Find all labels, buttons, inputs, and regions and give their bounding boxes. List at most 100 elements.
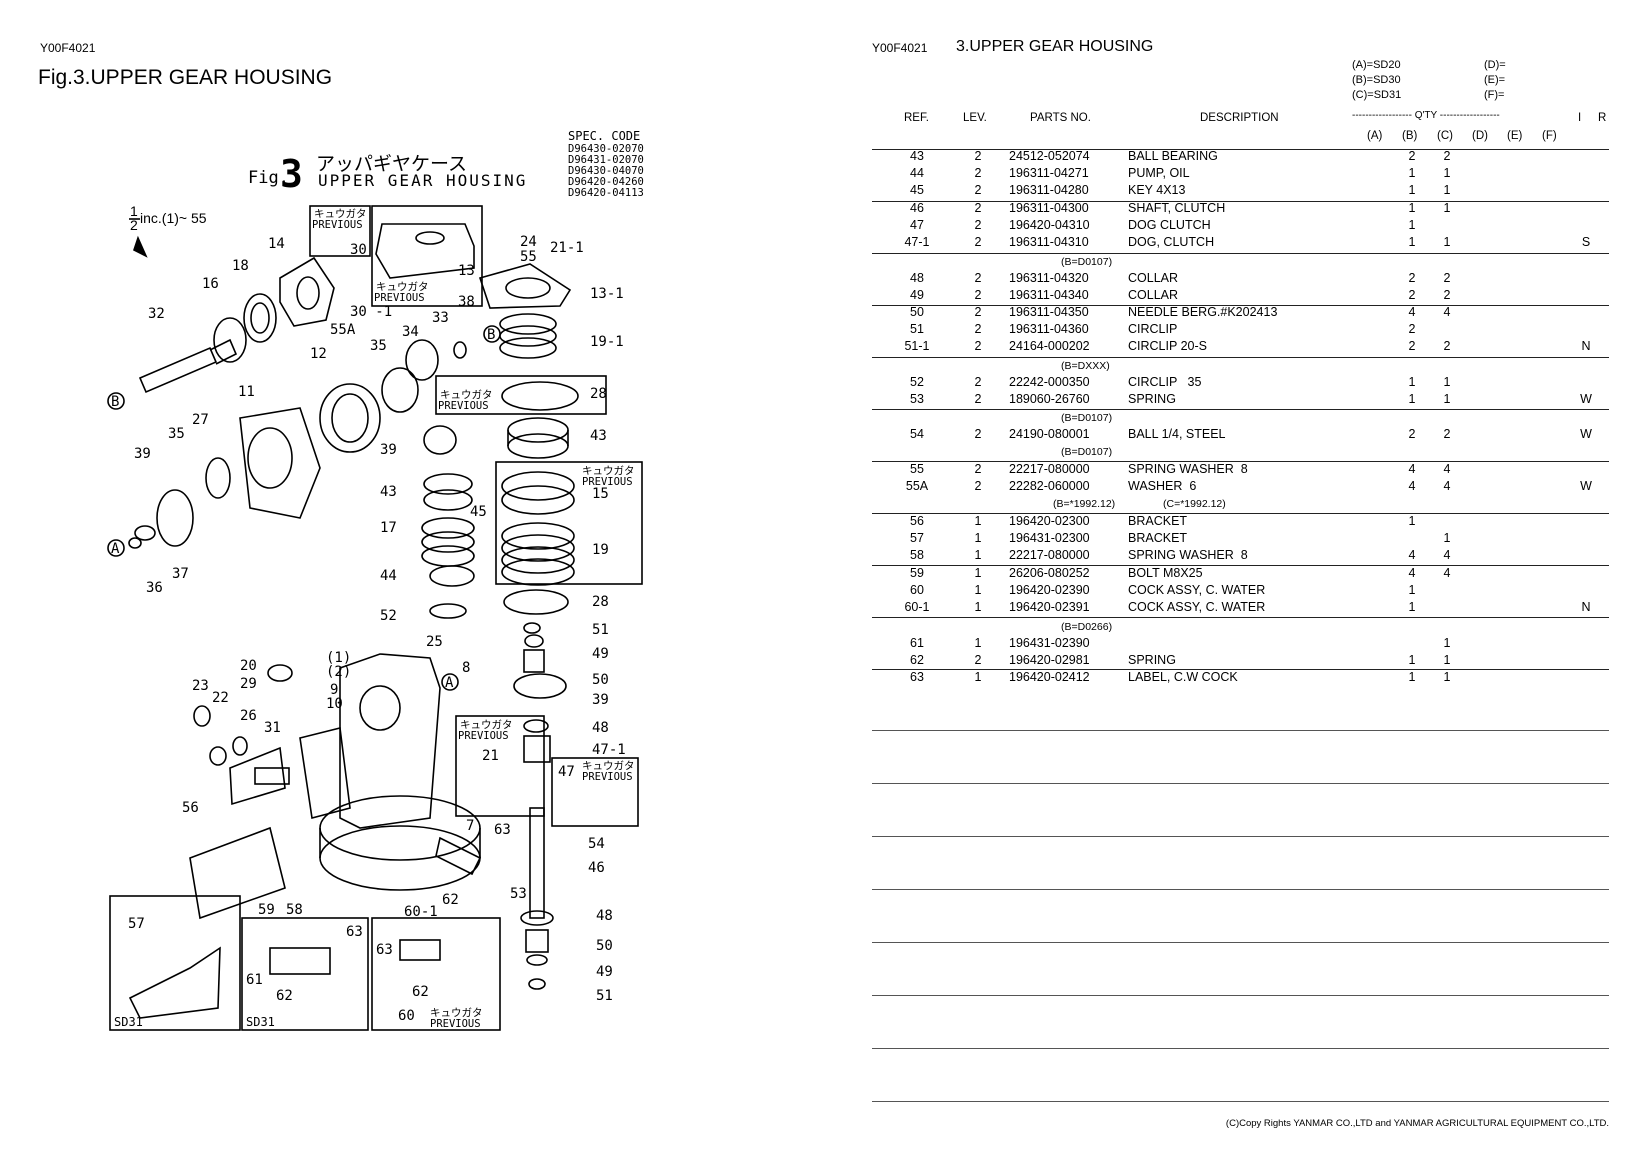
- cell-ref: 44: [910, 166, 924, 180]
- cell-qty-b: 1: [1408, 514, 1416, 528]
- callout: 19-1: [590, 334, 624, 350]
- cell-qty-b: 1: [1408, 583, 1416, 597]
- cell-qty-b: 1: [1408, 201, 1416, 215]
- cell-lev: 1: [974, 636, 982, 650]
- cell-qty-c: 4: [1443, 462, 1451, 476]
- fig-jp-title: アッパギヤケース: [316, 153, 467, 175]
- table-row: 44 2 196311-04271 PUMP, OIL 1 1: [872, 166, 1602, 183]
- cell-qty-c: 1: [1443, 636, 1451, 650]
- left-page-title: Fig.3.UPPER GEAR HOUSING: [38, 66, 333, 89]
- table-row: 51 2 196311-04360 CIRCLIP 2: [872, 322, 1602, 339]
- callout: 46: [588, 860, 605, 876]
- cell-description: COCK ASSY, C. WATER: [1128, 583, 1266, 597]
- header-col-e: (E): [1507, 130, 1523, 142]
- cell-qty-b: 2: [1408, 271, 1416, 285]
- table-row: 53 2 189060-26760 SPRING 1 1 W: [872, 392, 1602, 409]
- serial-note: (B=*1992.12): [1053, 498, 1116, 510]
- cell-part-no: 196420-02390: [1009, 583, 1090, 597]
- blank-line: [872, 889, 1609, 890]
- callout: 51: [592, 622, 609, 638]
- cell-part-no: 196311-04300: [1009, 201, 1089, 215]
- cell-description: PUMP, OIL: [1128, 166, 1190, 180]
- callout: 43: [590, 428, 607, 444]
- callout: 43: [380, 484, 397, 500]
- cell-qty-b: 1: [1408, 375, 1416, 389]
- previous-5: PREVIOUS: [458, 730, 509, 742]
- table-row: 63 1 196420-02412 LABEL, C.W COCK 1 1: [872, 670, 1602, 687]
- cell-ref: 50: [910, 305, 924, 319]
- callout: A: [445, 675, 454, 691]
- callout: 56: [182, 800, 199, 816]
- cell-qty-b: 2: [1408, 288, 1416, 302]
- callout: 28: [592, 594, 609, 610]
- cell-ref: 56: [910, 514, 924, 528]
- cell-description: NEEDLE BERG.#K202413: [1128, 305, 1278, 319]
- blank-line: [872, 1048, 1609, 1049]
- cell-qty-b: 1: [1408, 166, 1416, 180]
- callout: 47: [558, 764, 575, 780]
- callout: 37: [172, 566, 189, 582]
- callout: 39: [380, 442, 397, 458]
- sd31-box-1: SD31: [114, 1015, 143, 1029]
- row-separator: [872, 201, 1609, 202]
- cell-ref: 45: [910, 183, 924, 197]
- cell-ref: 43: [910, 149, 924, 163]
- cell-part-no: 196311-04310: [1009, 235, 1089, 249]
- cell-qty-c: 4: [1443, 305, 1451, 319]
- callout: B: [487, 327, 495, 343]
- cell-lev: 2: [974, 149, 982, 163]
- cell-part-no: 22217-080000: [1009, 462, 1090, 476]
- right-page-title: 3.UPPER GEAR HOUSING: [956, 38, 1154, 55]
- cell-part-no: 196420-02412: [1009, 670, 1090, 684]
- callout: 30 -1: [350, 304, 392, 320]
- callout: 11: [238, 384, 255, 400]
- cell-part-no: 24512-052074: [1009, 149, 1090, 163]
- spec-code-1: D96430-02070: [568, 143, 644, 155]
- cell-lev: 2: [974, 479, 982, 493]
- cell-ref: 63: [910, 670, 924, 684]
- callout: A: [111, 541, 120, 557]
- fig-label: Fig.: [248, 168, 289, 188]
- table-row: 47-1 2 196311-04310 DOG, CLUTCH 1 1 S: [872, 235, 1602, 252]
- cell-qty-c: 1: [1443, 375, 1451, 389]
- blank-line: [872, 995, 1609, 996]
- cell-lev: 2: [974, 427, 982, 441]
- callout: 57: [128, 916, 145, 932]
- callout: 38: [458, 294, 475, 310]
- cell-lev: 2: [974, 392, 982, 406]
- cell-description: CIRCLIP: [1128, 322, 1178, 336]
- cell-description: DOG, CLUTCH: [1128, 235, 1215, 249]
- cell-qty-c: 1: [1443, 166, 1451, 180]
- inc-level-2: 2: [130, 217, 138, 233]
- callout: 35: [370, 338, 387, 354]
- cell-qty-c: 2: [1443, 427, 1451, 441]
- callout: 58: [286, 902, 303, 918]
- cell-ref: 55A: [905, 479, 929, 493]
- callout: 28: [590, 386, 607, 402]
- cell-qty-c: 2: [1443, 288, 1451, 302]
- cell-qty-b: 1: [1408, 670, 1416, 684]
- cell-qty-c: 2: [1443, 271, 1451, 285]
- cell-lev: 1: [974, 514, 982, 528]
- cell-ref: 53: [910, 392, 924, 406]
- cell-part-no: 22242-000350: [1009, 375, 1090, 389]
- table-row: 49 2 196311-04340 COLLAR 2 2: [872, 288, 1602, 305]
- blank-line: [872, 730, 1609, 731]
- cell-ref: 52: [910, 375, 924, 389]
- callout: 19: [592, 542, 609, 558]
- cell-qty-b: 2: [1408, 322, 1416, 336]
- sd31-box-2: SD31: [246, 1015, 275, 1029]
- table-row: 46 2 196311-04300 SHAFT, CLUTCH 1 1: [872, 201, 1602, 218]
- row-separator: [872, 305, 1609, 306]
- cell-description: DOG CLUTCH: [1128, 218, 1211, 232]
- header-description: DESCRIPTION: [1200, 112, 1279, 124]
- callout: 63: [494, 822, 511, 838]
- cell-part-no: 189060-26760: [1009, 392, 1090, 406]
- cell-ref: 47-1: [904, 235, 930, 249]
- row-separator: [872, 617, 1609, 618]
- previous-jp-7: キュウガタ: [430, 1007, 483, 1019]
- cell-qty-c: 4: [1443, 548, 1451, 562]
- header-col-d: (D): [1472, 130, 1488, 142]
- callout: 51: [596, 988, 613, 1004]
- previous-jp-2: キュウガタ: [376, 281, 429, 293]
